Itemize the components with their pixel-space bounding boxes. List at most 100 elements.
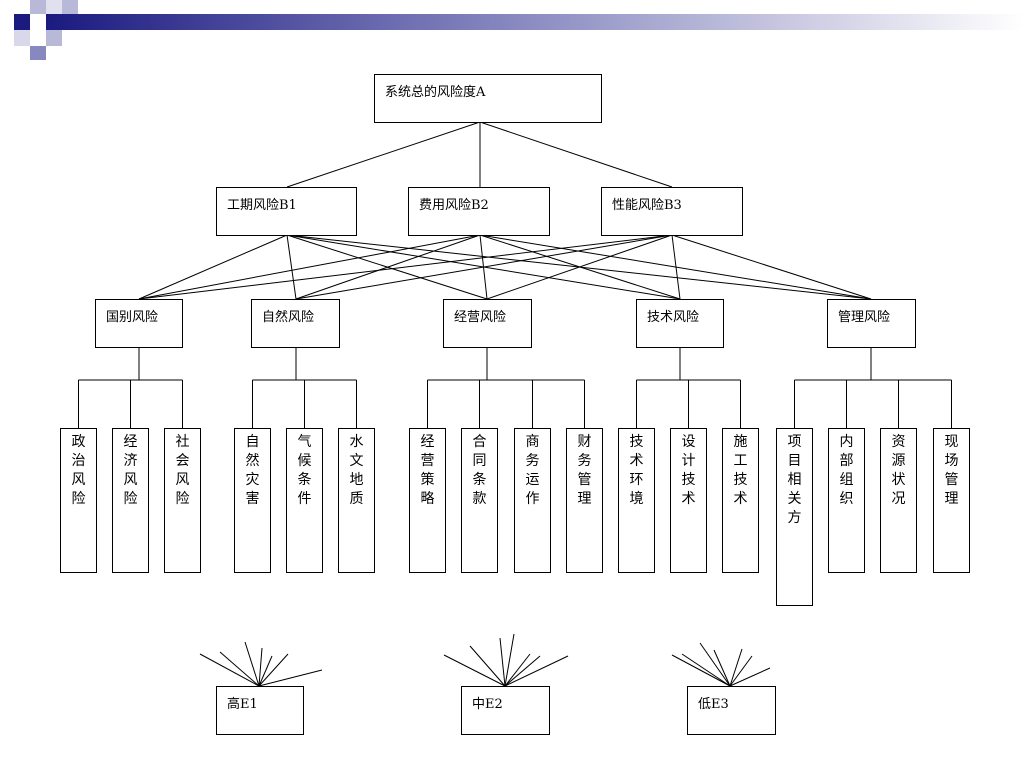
factor-char: 技 [681, 472, 696, 488]
header-decoration [14, 0, 1024, 60]
category-label: 经营风险 [454, 310, 507, 325]
factor-char: 社 [175, 434, 190, 450]
factor-char: 合 [472, 434, 487, 450]
factor-char: 技 [629, 434, 644, 450]
factor-label: 项目相关方 [777, 433, 812, 528]
factor-char: 候 [297, 453, 312, 469]
level-ray [258, 669, 323, 687]
deco-square [30, 46, 46, 60]
factor-char: 商 [525, 434, 540, 450]
root-label: 系统总的风险度A [385, 85, 486, 100]
criterion-category-link [671, 234, 872, 300]
factor-char: 相 [787, 472, 802, 488]
factor-char: 会 [175, 453, 190, 469]
factor-char: 略 [420, 491, 435, 507]
level-ray [244, 641, 260, 687]
criterion-category-link [479, 234, 681, 300]
factor-char: 治 [71, 453, 86, 469]
level-ray [499, 637, 506, 687]
factor-label: 水文地质 [339, 433, 374, 509]
factor-char: 目 [787, 453, 802, 469]
factor-char: 营 [420, 453, 435, 469]
factor-char: 组 [839, 472, 854, 488]
deco-square [30, 14, 46, 30]
criterion-label: 性能风险B3 [612, 198, 682, 213]
factor-char: 资 [891, 434, 906, 450]
factor-node: 合同条款 [461, 428, 498, 573]
factor-label: 资源状况 [881, 433, 916, 509]
factor-char: 风 [123, 472, 138, 488]
factor-node: 内部组织 [828, 428, 865, 573]
deco-square [14, 30, 30, 46]
factor-label: 社会风险 [165, 433, 200, 509]
factor-char: 计 [681, 453, 696, 469]
level-ray [258, 653, 289, 687]
factor-char: 术 [681, 491, 696, 507]
factor-char: 气 [297, 434, 312, 450]
factor-node: 财务管理 [566, 428, 603, 573]
factor-label: 财务管理 [567, 433, 602, 509]
criterion-category-link [671, 234, 681, 300]
factor-char: 技 [733, 472, 748, 488]
factor-node: 商务运作 [514, 428, 551, 573]
factor-char: 经 [420, 434, 435, 450]
factor-char: 质 [349, 491, 364, 507]
category-node: 管理风险 [827, 299, 916, 348]
factor-node: 经济风险 [112, 428, 149, 573]
factor-char: 策 [420, 472, 435, 488]
factor-char: 部 [839, 453, 854, 469]
criterion-category-link [295, 234, 481, 300]
factor-char: 理 [944, 491, 959, 507]
factor-char: 术 [629, 453, 644, 469]
level-label: 高E1 [227, 697, 258, 712]
factor-node: 政治风险 [60, 428, 97, 573]
factor-char: 风 [175, 472, 190, 488]
factor-char: 务 [577, 453, 592, 469]
level-ray [729, 648, 743, 687]
category-label: 技术风险 [647, 310, 700, 325]
category-node: 自然风险 [251, 299, 340, 348]
level-node-low: 低E3 [687, 686, 776, 735]
factor-char: 管 [577, 472, 592, 488]
factor-char: 境 [629, 491, 644, 507]
category-node: 经营风险 [443, 299, 532, 348]
factor-char: 济 [123, 453, 138, 469]
level-ray [199, 653, 260, 687]
factor-char: 运 [525, 472, 540, 488]
factor-node: 技术环境 [618, 428, 655, 573]
root-node: 系统总的风险度A [374, 74, 602, 123]
factor-char: 项 [787, 434, 802, 450]
category-node: 国别风险 [95, 299, 183, 348]
deco-square [14, 14, 30, 30]
factor-node: 项目相关方 [776, 428, 813, 606]
factor-char: 水 [349, 434, 364, 450]
criterion-label: 工期风险B1 [227, 198, 297, 213]
factor-char: 文 [349, 453, 364, 469]
factor-char: 施 [733, 434, 748, 450]
factor-char: 现 [944, 434, 959, 450]
factor-node: 设计技术 [670, 428, 707, 573]
criterion-category-link [479, 234, 872, 300]
criterion-category-link [479, 234, 488, 300]
factor-node: 施工技术 [722, 428, 759, 573]
factor-node: 社会风险 [164, 428, 201, 573]
level-ray [219, 651, 260, 687]
factor-label: 设计技术 [671, 433, 706, 509]
factor-char: 自 [245, 434, 260, 450]
criterion-label: 费用风险B2 [419, 198, 489, 213]
factor-char: 同 [472, 453, 487, 469]
level-ray [258, 655, 273, 687]
level-ray [699, 642, 731, 687]
factor-char: 害 [245, 491, 260, 507]
factor-char: 源 [891, 453, 906, 469]
factor-char: 织 [839, 491, 854, 507]
factor-char: 险 [123, 491, 138, 507]
factor-char: 内 [839, 434, 854, 450]
deco-square [30, 0, 46, 14]
factor-char: 条 [472, 472, 487, 488]
level-ray [504, 655, 541, 687]
category-node: 技术风险 [636, 299, 724, 348]
factor-char: 术 [733, 491, 748, 507]
root-criterion-link [479, 121, 673, 188]
level-ray [504, 633, 515, 687]
